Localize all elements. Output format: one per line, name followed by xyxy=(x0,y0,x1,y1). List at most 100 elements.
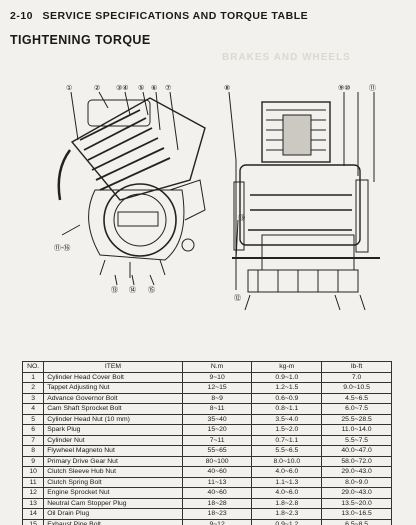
engine-cross-section-drawing xyxy=(228,91,380,311)
engine-side-view-drawing xyxy=(57,91,206,286)
callout-1: ① xyxy=(66,84,72,92)
col-item-header: ITEM xyxy=(43,361,183,373)
row-item: Neutral Cam Stopper Plug xyxy=(43,497,183,509)
row-nm: 18~28 xyxy=(181,497,253,509)
row-kgm: 8.0~10.0 xyxy=(251,455,323,467)
row-number: 4 xyxy=(21,403,45,415)
row-number: 11 xyxy=(21,476,45,488)
engine-figure: ① ② ③④ ⑤ ⑥ ⑦ ⑪-⑯ ⑬ ⑭ ⑮ ⑧ ⑨⑩ ⑪ ⑬ ⑫ xyxy=(54,84,380,311)
col-lbft-header: lb-ft xyxy=(321,361,392,373)
row-lbft: 13.0~16.5 xyxy=(321,508,392,520)
row-lbft: 25.5~28.5 xyxy=(321,413,392,425)
row-kgm: 0.9~1.0 xyxy=(251,371,323,383)
row-kgm: 5.5~6.5 xyxy=(251,445,323,457)
row-nm: 40~60 xyxy=(181,466,253,478)
table-header-row: NO. ITEM N.m kg-m lb-ft xyxy=(21,361,392,373)
row-nm: 35~40 xyxy=(181,413,253,425)
page-number: 2-10 xyxy=(10,10,34,22)
row-lbft: 29.0~43.0 xyxy=(321,466,392,478)
row-item: Spark Plug xyxy=(43,424,183,436)
row-number: 8 xyxy=(21,445,45,457)
row-number: 5 xyxy=(21,413,45,425)
row-number: 2 xyxy=(21,382,45,394)
callout-side: ⑪-⑯ xyxy=(54,244,70,252)
row-number: 3 xyxy=(21,392,45,404)
row-number: 14 xyxy=(21,508,45,520)
page-header-title: SERVICE SPECIFICATIONS AND TORQUE TABLE xyxy=(42,10,309,22)
callout-9-10: ⑨⑩ xyxy=(338,84,351,92)
row-kgm: 3.5~4.0 xyxy=(251,413,323,425)
row-kgm: 4.0~6.0 xyxy=(251,466,323,478)
row-lbft: 5.5~7.5 xyxy=(321,434,392,446)
row-lbft: 6.0~7.5 xyxy=(321,403,392,415)
row-number: 10 xyxy=(21,466,45,478)
row-number: 7 xyxy=(21,434,45,446)
row-nm: 80~100 xyxy=(181,455,253,467)
page-header: 2-10 SERVICE SPECIFICATIONS AND TORQUE T… xyxy=(10,10,308,22)
row-number: 1 xyxy=(21,371,45,383)
row-item: Clutch Sleeve Hub Nut xyxy=(43,466,183,478)
row-number: 15 xyxy=(21,518,45,525)
row-item: Advance Governor Bolt xyxy=(43,392,183,404)
callout-7: ⑦ xyxy=(165,84,171,92)
row-nm: 7~11 xyxy=(181,434,253,446)
row-item: Exhaust Pipe Bolt xyxy=(43,518,183,525)
row-item: Clutch Spring Bolt xyxy=(43,476,183,488)
row-lbft: 7.0 xyxy=(321,371,392,383)
callout-8: ⑧ xyxy=(224,84,230,92)
row-kgm: 4.0~6.0 xyxy=(251,487,323,499)
row-item: Tappet Adjusting Nut xyxy=(43,382,183,394)
row-item: Primary Drive Gear Nut xyxy=(43,455,183,467)
row-lbft: 6.5~8.5 xyxy=(321,518,392,525)
row-number: 6 xyxy=(21,424,45,436)
row-kgm: 0.7~1.1 xyxy=(251,434,323,446)
row-lbft: 4.5~6.5 xyxy=(321,392,392,404)
row-lbft: 58.0~72.0 xyxy=(321,455,392,467)
row-nm: 9~12 xyxy=(181,518,253,525)
row-lbft: 11.0~14.0 xyxy=(321,424,392,436)
row-nm: 18~23 xyxy=(181,508,253,520)
row-lbft: 29.0~43.0 xyxy=(321,487,392,499)
row-lbft: 40.0~47.0 xyxy=(321,445,392,457)
row-nm: 55~65 xyxy=(181,445,253,457)
row-lbft: 8.0~9.0 xyxy=(321,476,392,488)
row-nm: 40~60 xyxy=(181,487,253,499)
col-no-header: NO. xyxy=(21,361,45,373)
callout-15: ⑮ xyxy=(148,286,155,294)
callout-14: ⑭ xyxy=(129,286,136,294)
row-kgm: 0.9~1.2 xyxy=(251,518,323,525)
callout-13-left: ⑬ xyxy=(111,286,118,294)
col-nm-header: N.m xyxy=(181,361,253,373)
row-nm: 9~10 xyxy=(181,371,253,383)
row-item: Cylinder Nut xyxy=(43,434,183,446)
row-nm: 8~9 xyxy=(181,392,253,404)
callout-5: ⑤ xyxy=(138,84,144,92)
row-item: Cylinder Head Nut (10 mm) xyxy=(43,413,183,425)
callout-13-right: ⑬ xyxy=(238,214,245,222)
callout-12: ⑫ xyxy=(234,294,241,302)
row-kgm: 1.5~2.0 xyxy=(251,424,323,436)
callout-3-4: ③④ xyxy=(116,84,129,92)
row-lbft: 9.0~10.5 xyxy=(321,382,392,394)
callout-6: ⑥ xyxy=(151,84,157,92)
row-kgm: 1.2~1.5 xyxy=(251,382,323,394)
callout-2: ② xyxy=(94,84,100,92)
row-kgm: 1.1~1.3 xyxy=(251,476,323,488)
bleed-through-text: BRAKES AND WHEELS xyxy=(222,52,351,63)
